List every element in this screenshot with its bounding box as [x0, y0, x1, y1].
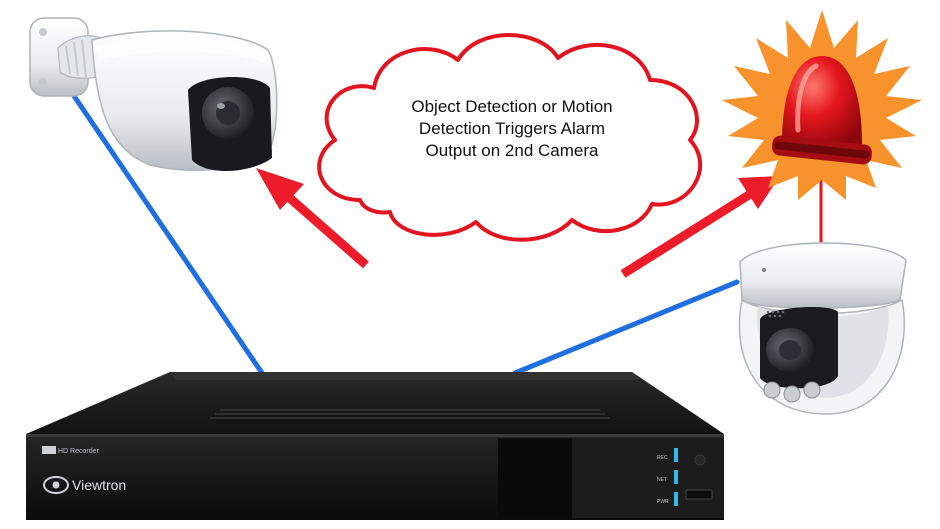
nvr-led-label-net: NET — [657, 477, 667, 483]
nvr-led-label-pwr: PWR — [657, 499, 669, 505]
viewtron-logo-icon — [43, 476, 69, 494]
nvr-led-label-rec: REC — [657, 455, 668, 461]
cloud-line-3: Output on 2nd Camera — [425, 141, 599, 160]
cable-bullet-to-nvr — [69, 90, 265, 376]
bullet-camera-icon — [29, 17, 278, 172]
nvr-brand-text: Viewtron — [72, 477, 126, 493]
nvr-recorder-icon — [26, 372, 724, 520]
cloud-line-1: Object Detection or Motion — [411, 97, 613, 116]
cable-dome-to-nvr — [512, 279, 740, 376]
alarm-beacon-icon — [722, 10, 922, 200]
cloud-line-2: Detection Triggers Alarm — [418, 119, 606, 138]
thought-cloud — [317, 33, 703, 242]
nvr-badge-text: HD Recorder — [58, 448, 100, 455]
dome-camera-icon — [738, 242, 907, 415]
cloud-caption: Object Detection or Motion Detection Tri… — [362, 96, 662, 162]
arrow-to-bullet-camera — [256, 168, 369, 269]
